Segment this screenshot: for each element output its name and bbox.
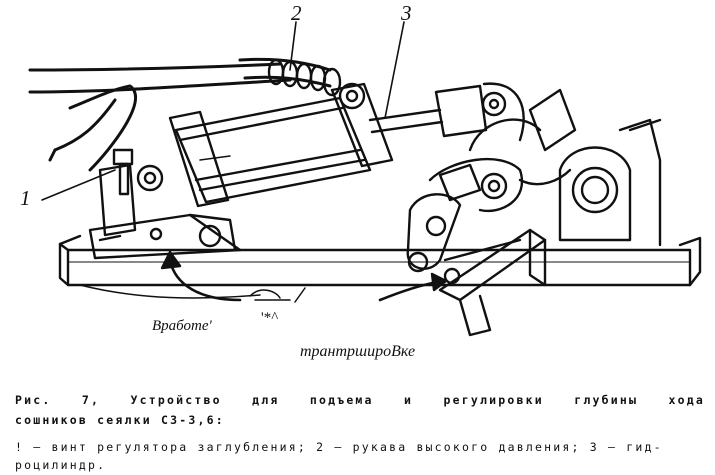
depth-regulator-screw — [112, 148, 164, 196]
callout-1: 1 — [20, 186, 31, 210]
scan-noise-marks: '*^ — [261, 310, 279, 326]
figure-caption-title: Рис. 7, Устройство для подъема и регулир… — [15, 393, 705, 407]
figure-legend-continued: роцилиндр. — [15, 458, 107, 472]
transport-support — [438, 228, 547, 337]
rear-bracket — [518, 88, 662, 247]
high-pressure-hoses — [28, 57, 332, 172]
hydraulic-cylinder — [168, 82, 394, 208]
transport-position-arrow — [378, 272, 448, 302]
piston-rod — [368, 82, 525, 142]
callout-2: 2 — [291, 1, 302, 25]
work-position-label: Вработе' — [152, 318, 212, 334]
figure-caption-title-continued: сошников сеялки СЗ-3,6: — [15, 413, 225, 427]
figure-legend: ! — винт регулятора заглубления; 2 — рук… — [15, 440, 663, 454]
left-bracket — [88, 163, 242, 260]
hose-couplings — [267, 58, 366, 110]
mechanism-drawing — [28, 21, 702, 337]
frame-beam — [58, 234, 702, 299]
lever-linkage — [406, 118, 542, 273]
callout-leaders — [41, 21, 405, 201]
work-position-arrow — [160, 250, 242, 302]
transport-position-label: трантршироВке — [300, 343, 416, 360]
cotter-pin-sketch — [249, 287, 306, 303]
callout-3: 3 — [401, 1, 412, 25]
